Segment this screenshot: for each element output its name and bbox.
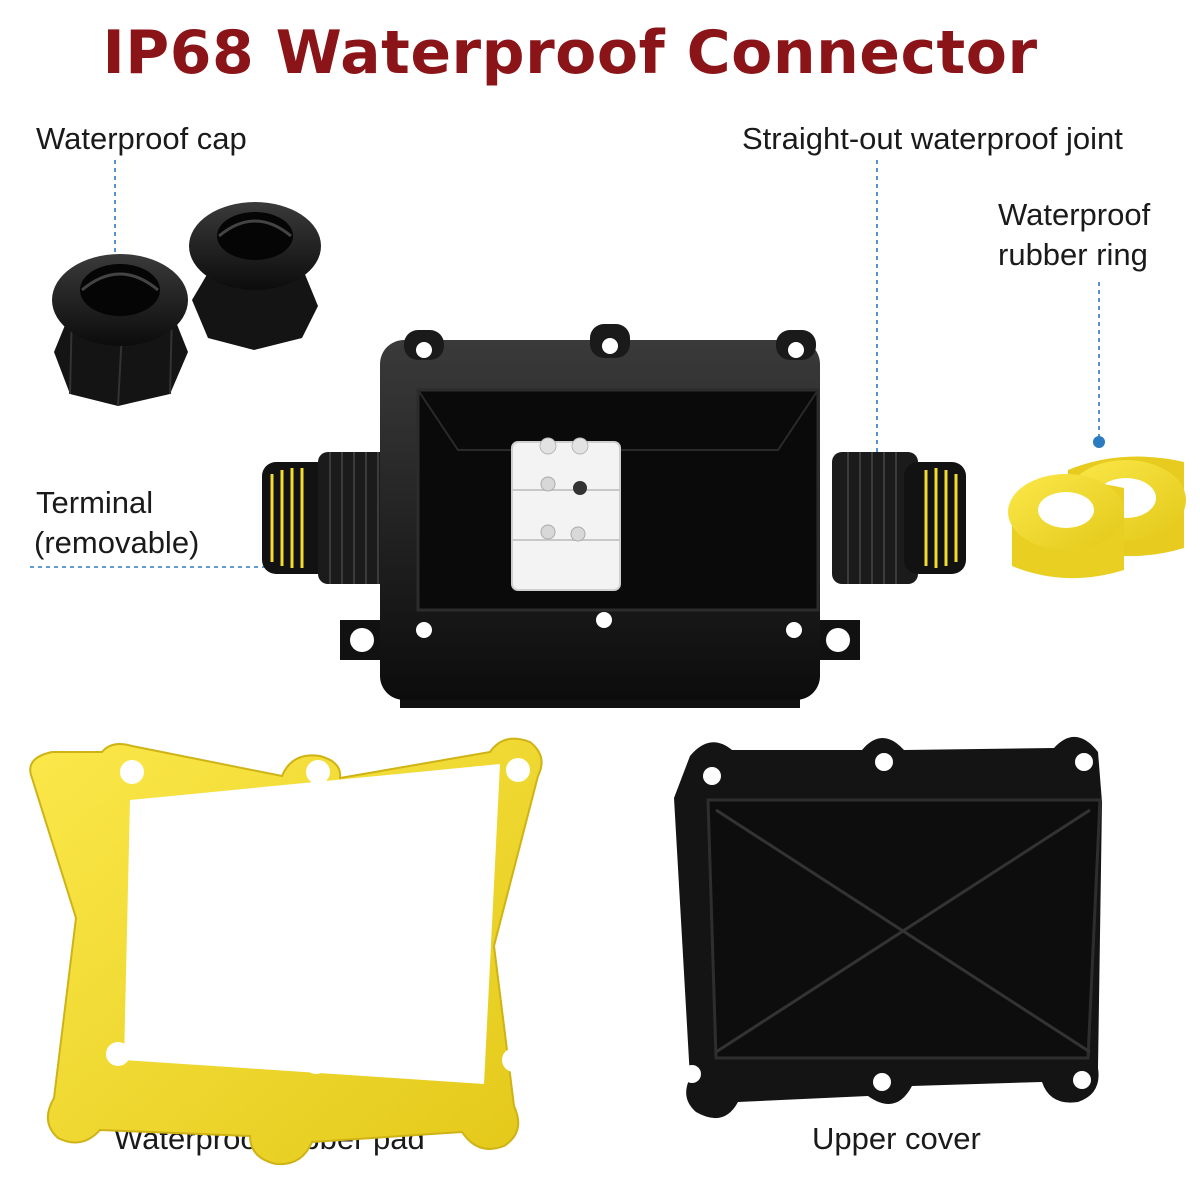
label-terminal-line2: (removable) (34, 525, 200, 560)
label-terminal-line1: Terminal (36, 485, 154, 520)
rubber-ring (1008, 456, 1186, 579)
upper-cover (674, 736, 1102, 1119)
page-title: IP68 Waterproof Connector (102, 18, 1038, 88)
terminal-block (511, 437, 621, 591)
label-rubber-ring-line2: rubber ring (998, 237, 1148, 272)
rubber-pad (29, 737, 543, 1166)
right-cable-gland (832, 452, 966, 584)
label-waterproof-cap: Waterproof cap (36, 121, 247, 156)
label-straight-joint: Straight-out waterproof joint (742, 121, 1123, 156)
left-cable-gland (262, 452, 396, 584)
callout-lines (30, 160, 1100, 568)
label-upper-cover: Upper cover (812, 1121, 981, 1156)
label-rubber-ring-line1: Waterproof (998, 197, 1151, 232)
waterproof-cap-back (189, 202, 321, 350)
waterproof-cap-front (52, 254, 188, 407)
